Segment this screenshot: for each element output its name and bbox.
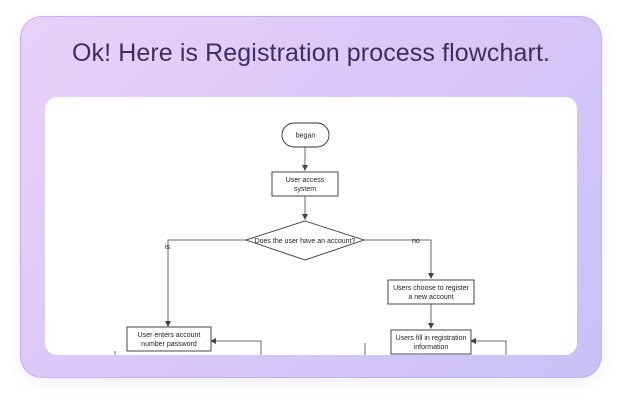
node-start-label: began: [296, 133, 316, 140]
node-login-label-2: number password: [141, 341, 197, 348]
node-access-label-1: User access: [286, 177, 325, 184]
node-fill-info-label-2: information: [414, 344, 449, 351]
node-decision: [244, 220, 366, 261]
node-login-label-1: User enters account: [138, 332, 201, 339]
edge-yes-label: is: [165, 244, 171, 251]
node-access: [271, 171, 339, 197]
chat-response-card: Ok! Here is Registration process flowcha…: [20, 16, 602, 378]
node-login: [126, 326, 212, 352]
edge-decision-no: [364, 239, 434, 279]
flowchart-panel: began User access system Does the user h…: [45, 97, 577, 355]
edge-fill-loop: [470, 338, 507, 355]
node-register: [387, 279, 475, 305]
edge-login-loop: [210, 338, 262, 355]
node-fill-info: [390, 329, 472, 355]
node-decision-label: Does the user have an account?: [255, 238, 356, 245]
node-register-label-2: a new account: [408, 294, 453, 301]
node-register-label-1: Users choose to register: [393, 285, 470, 292]
flowchart-diagram: began User access system Does the user h…: [114, 122, 507, 355]
edge-no-label: no: [412, 238, 420, 245]
node-start: [281, 122, 330, 148]
node-fill-info-label-1: Users fill in registration: [396, 335, 467, 342]
response-title: Ok! Here is Registration process flowcha…: [71, 39, 551, 67]
edge-decision-yes: [165, 239, 246, 327]
node-access-label-2: system: [294, 186, 316, 193]
